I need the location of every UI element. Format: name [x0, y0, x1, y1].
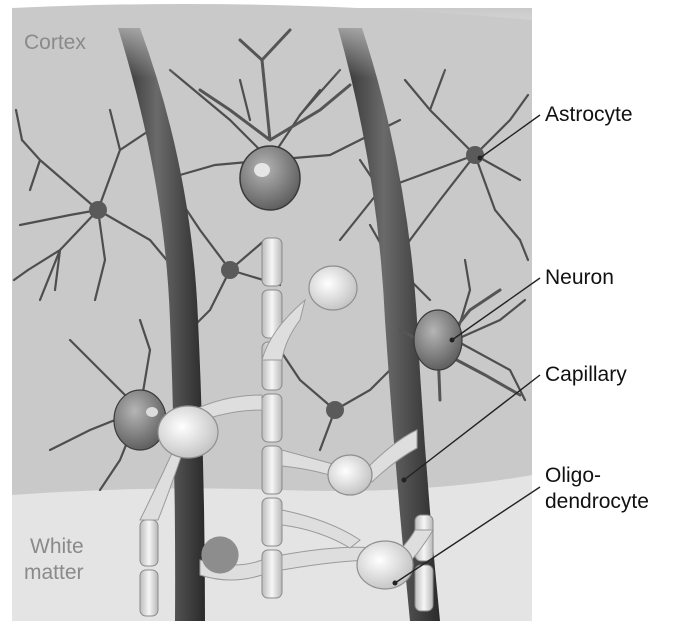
neuron-label: Neuron [545, 265, 614, 290]
white-matter-label-line1: White [30, 534, 84, 560]
oligodendrocyte-label-line1: Oligo- [545, 463, 601, 488]
white-matter-region [12, 475, 532, 621]
cortex-label: Cortex [24, 30, 86, 56]
astrocyte-label: Astrocyte [545, 102, 633, 127]
neuron-lower-left [114, 390, 166, 450]
white-matter-label-line2: matter [24, 560, 84, 586]
capillary-label: Capillary [545, 362, 627, 387]
oligodendrocyte-label-line2: dendrocyte [545, 489, 649, 514]
